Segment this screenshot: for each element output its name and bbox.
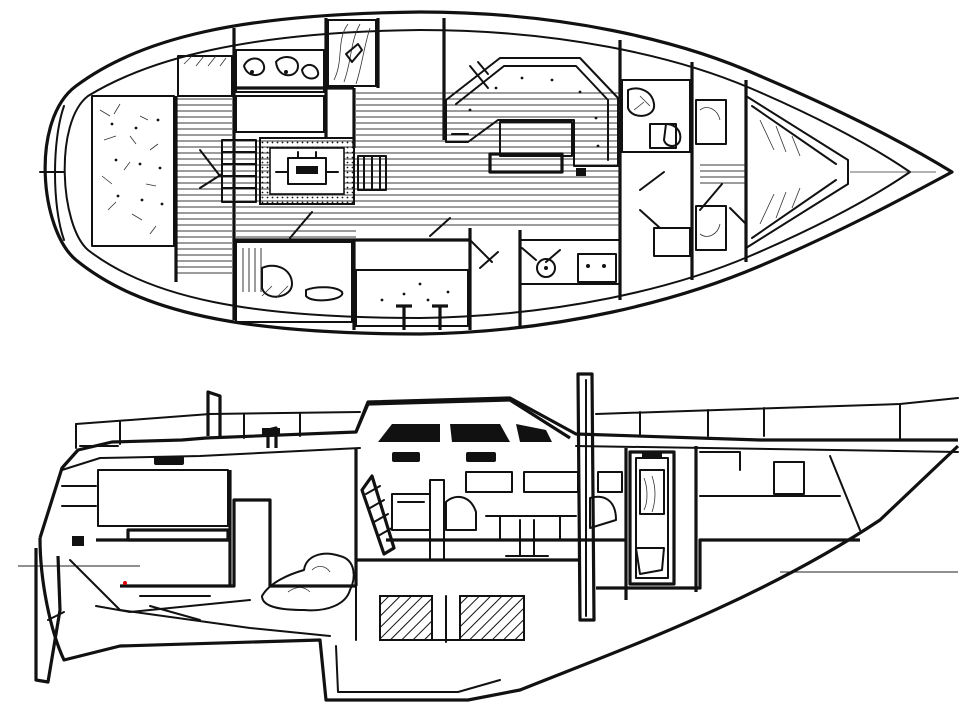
plan-inner-hull-line bbox=[63, 29, 911, 319]
deck-sheer bbox=[38, 396, 958, 539]
aft-head bbox=[235, 241, 353, 323]
cowl-vents bbox=[206, 390, 280, 448]
saloon-furniture bbox=[386, 471, 626, 561]
engine bbox=[95, 552, 355, 621]
plan-hull-outline bbox=[43, 10, 954, 336]
forward-cabin bbox=[699, 451, 861, 531]
plan-view bbox=[39, 10, 954, 336]
companionway-steps bbox=[221, 139, 387, 203]
door-swings bbox=[199, 149, 747, 269]
head-compartment bbox=[621, 79, 691, 153]
chart-table bbox=[355, 269, 469, 330]
coachroof-windows bbox=[154, 424, 552, 465]
head-door bbox=[628, 450, 676, 586]
tank-1 bbox=[379, 595, 433, 641]
aft-settee-cushions bbox=[235, 49, 325, 93]
wood-panel bbox=[327, 19, 377, 87]
saloon-sole bbox=[356, 90, 620, 230]
rudder bbox=[34, 548, 62, 684]
tank-2 bbox=[459, 595, 525, 641]
profile-hull bbox=[38, 444, 960, 702]
profile-view bbox=[18, 372, 960, 702]
cabin-sole bbox=[96, 446, 860, 600]
v-berth bbox=[700, 95, 936, 249]
red-dot-marker bbox=[123, 581, 127, 585]
companion-ladder bbox=[360, 474, 396, 556]
coachroof bbox=[354, 398, 571, 440]
aft-berth bbox=[91, 95, 175, 247]
aft-cabin-berth bbox=[61, 469, 230, 546]
engine-box bbox=[259, 137, 355, 205]
lifelines bbox=[75, 397, 959, 449]
mast bbox=[576, 372, 596, 622]
galley bbox=[519, 227, 691, 285]
dinette bbox=[445, 57, 619, 167]
